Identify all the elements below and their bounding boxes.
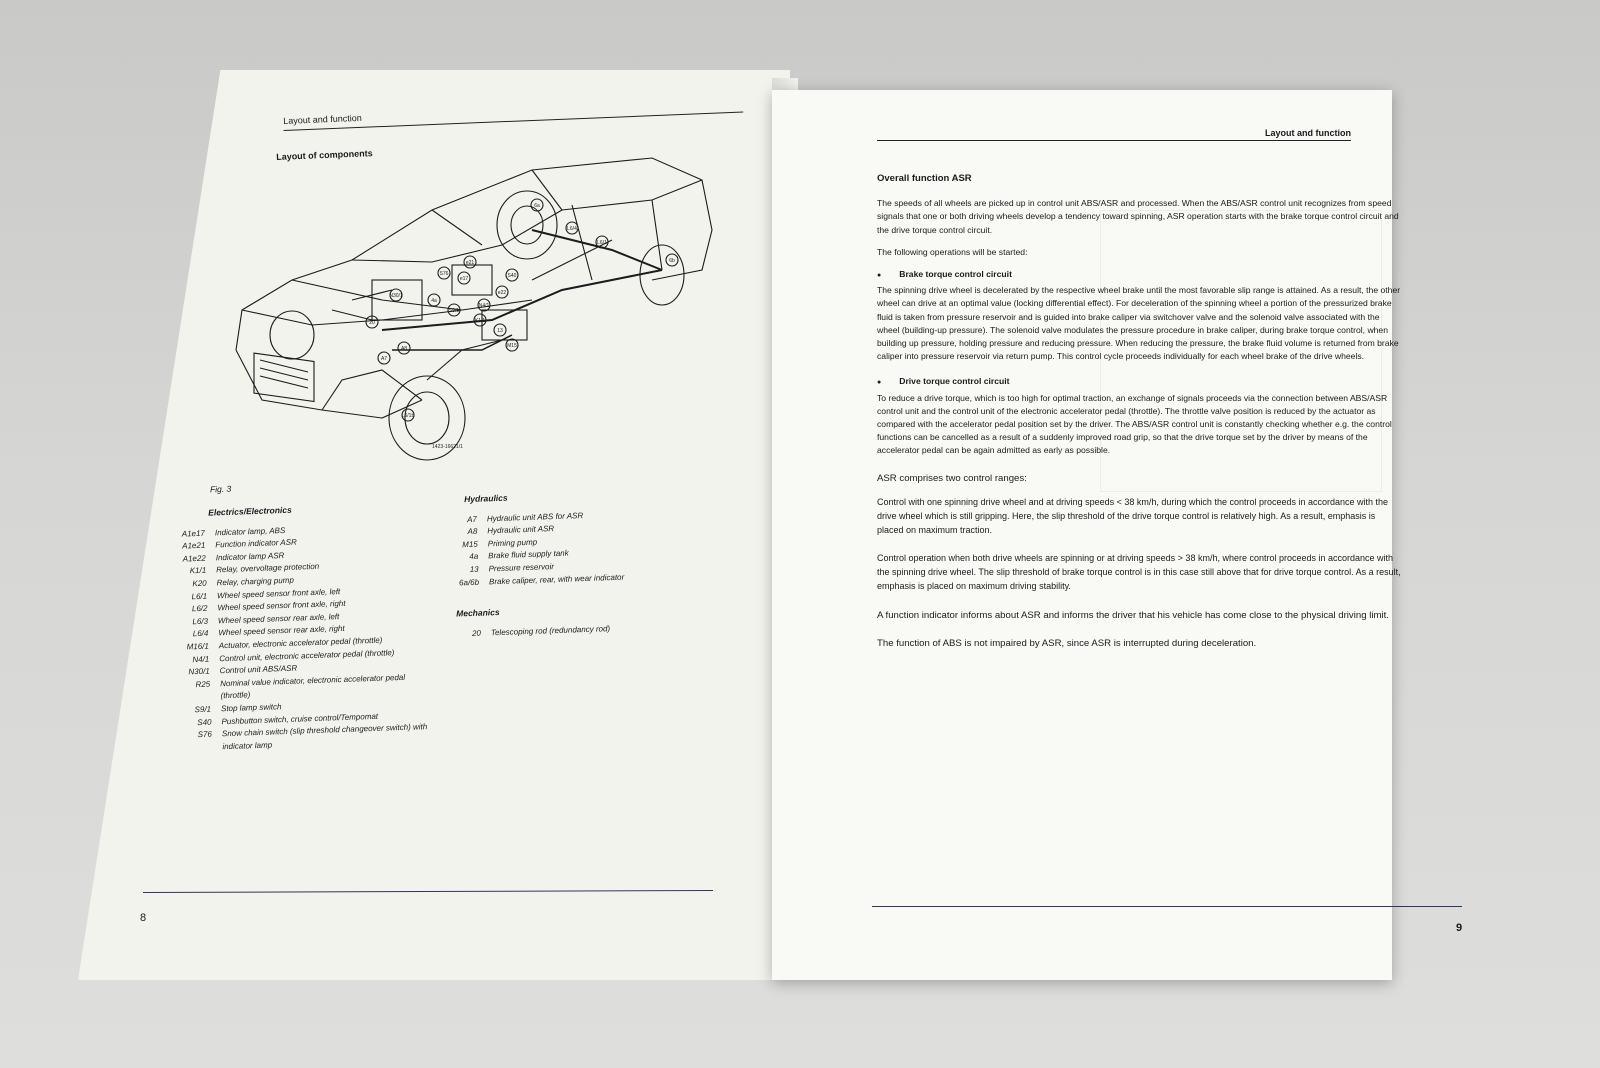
abs-text: The function of ABS is not impaired by A…: [877, 637, 1257, 649]
control-range-1: Control with one spinning drive wheel an…: [877, 496, 1389, 535]
ranges-intro: ASR comprises two control ranges:: [877, 472, 1027, 484]
left-page-number: 8: [140, 912, 147, 924]
left-page: [78, 70, 790, 980]
drive-torque-text: To reduce a drive torque, which is too h…: [877, 392, 1392, 456]
electrics-item-code: R25: [195, 679, 211, 689]
right-page-header: Layout and function: [877, 128, 1351, 141]
control-range-2: Control operation when both drive wheels…: [877, 552, 1401, 591]
mechanics-heading: Mechanics: [456, 607, 500, 619]
hydraulics-item-code: 6a/6b: [458, 577, 480, 587]
callout-s9-1: S9/1: [449, 308, 460, 314]
callout-n4-1: N4/1: [479, 303, 490, 309]
hydraulics-item-label: Hydraulic unit ASR: [487, 524, 555, 536]
operations-intro: The following operations will be started…: [877, 246, 1028, 257]
callout-6a: 6a: [534, 203, 540, 209]
brake-torque-text: The spinning drive wheel is decelerated …: [877, 285, 1401, 362]
right-page-body: Overall function ASR The speeds of all w…: [877, 172, 1402, 660]
callout-n30-1: N30/1: [389, 293, 403, 299]
intro-paragraph: The speeds of all wheels are picked up i…: [877, 198, 1399, 235]
section-title: Overall function ASR: [877, 173, 972, 184]
drawing-code: 1423-16621/1: [432, 444, 463, 450]
callout-e17: e17: [460, 276, 469, 282]
mechanics-item-code: 20: [471, 628, 482, 638]
car-cutaway-drawing: 6a L6/4 L6/1 S76 e21 S40 e17 e22 N30/1 4…: [235, 157, 713, 461]
callout-20: 20: [369, 320, 375, 326]
callout-k1-1: K1/1: [475, 318, 486, 324]
callout-e22: e22: [498, 290, 507, 296]
callout-a8: A8: [401, 346, 407, 352]
callout-s40: S40: [508, 273, 517, 279]
callout-a7: A7: [381, 356, 387, 362]
callout-l6-4: L6/4: [567, 226, 577, 232]
brake-torque-heading: Brake torque control circuit: [877, 268, 1402, 282]
figure-label: Fig. 3: [209, 483, 232, 495]
show-through-diagram: [1100, 210, 1382, 492]
drive-torque-heading: Drive torque control circuit: [877, 375, 1402, 389]
right-page: [772, 90, 1392, 980]
callout-m15: M15: [507, 343, 517, 349]
electrics-item-code: S76: [197, 729, 213, 740]
callout-l6-1: L6/1: [597, 240, 607, 246]
function-indicator-text: A function indicator informs about ASR a…: [877, 609, 1389, 621]
callout-s76: S76: [440, 271, 449, 277]
callout-e21: e21: [466, 260, 475, 266]
callout-13: 13: [497, 328, 503, 334]
callout-6b: 6b: [669, 258, 675, 264]
callout-l6-1-front: L6/1b: [402, 413, 415, 419]
right-footer-rule: [872, 906, 1462, 907]
right-page-number: 9: [1456, 922, 1463, 934]
callout-4a: 4a: [431, 298, 437, 304]
